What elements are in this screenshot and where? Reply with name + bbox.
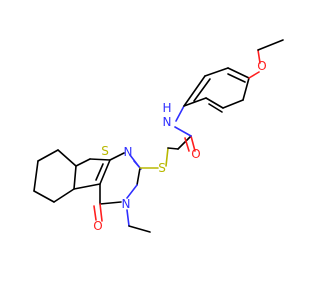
bond bbox=[227, 73, 246, 83]
atom-label-ether-o: O bbox=[257, 59, 266, 73]
atom-label-thioether-s: S bbox=[158, 161, 166, 175]
bond bbox=[242, 77, 250, 101]
bond bbox=[126, 184, 138, 199]
atom-label-ketone-o: O bbox=[93, 219, 102, 233]
atom-labels: S N S N O O N H O bbox=[93, 59, 266, 233]
bond bbox=[193, 78, 211, 102]
bond bbox=[257, 49, 261, 64]
bond bbox=[126, 209, 130, 227]
atom-label-ring-n-ethyl: N bbox=[122, 197, 131, 211]
atom-label-thiophene-s: S bbox=[101, 144, 109, 158]
bond bbox=[205, 97, 224, 109]
bond bbox=[99, 159, 111, 185]
bond bbox=[99, 201, 122, 205]
bond bbox=[248, 71, 260, 79]
bond bbox=[257, 39, 284, 51]
atom-label-amide-n: N bbox=[163, 115, 172, 129]
bond bbox=[73, 165, 77, 190]
molecule-structure: S N S N O O N H O bbox=[33, 39, 284, 233]
bond bbox=[99, 203, 103, 222]
bond bbox=[95, 163, 104, 181]
bond bbox=[183, 75, 206, 107]
bond bbox=[204, 67, 229, 77]
bond bbox=[53, 188, 75, 203]
atom-label-amide-h: H bbox=[162, 101, 171, 115]
atom-label-amide-o: O bbox=[191, 147, 200, 161]
bond bbox=[167, 147, 179, 150]
bond bbox=[165, 147, 169, 167]
bond bbox=[190, 135, 196, 152]
bond bbox=[73, 183, 101, 190]
bond bbox=[222, 99, 244, 109]
bonds bbox=[33, 39, 284, 233]
bond bbox=[184, 137, 190, 152]
atom-label-ring-n-top: N bbox=[124, 145, 133, 159]
bond bbox=[174, 126, 192, 137]
bond bbox=[57, 149, 77, 167]
bond bbox=[177, 135, 192, 150]
bond bbox=[33, 190, 55, 203]
bond bbox=[109, 152, 125, 161]
bond bbox=[37, 149, 59, 162]
bond bbox=[128, 225, 151, 233]
bond bbox=[89, 158, 111, 161]
bond bbox=[183, 97, 207, 107]
bond bbox=[227, 67, 250, 79]
bond bbox=[75, 158, 91, 167]
bond bbox=[175, 105, 185, 122]
bond bbox=[208, 103, 223, 113]
bond bbox=[33, 160, 39, 192]
bond bbox=[93, 205, 97, 221]
bond bbox=[136, 167, 141, 186]
